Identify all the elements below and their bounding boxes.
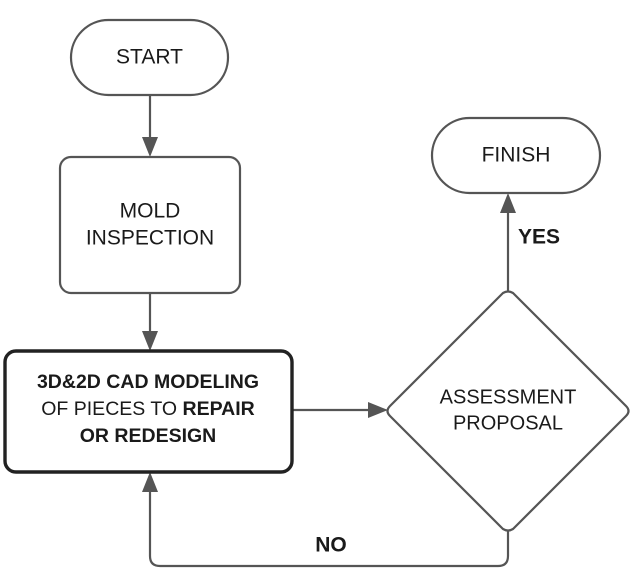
cad-modeling-label-line1: 3D&2D CAD MODELING bbox=[37, 371, 259, 393]
edge-start-to-mold bbox=[142, 95, 158, 157]
cad-modeling-shape[interactable] bbox=[3, 349, 294, 474]
node-cad-modeling[interactable]: 3D&2D CAD MODELING OF PIECES TO REPAIR O… bbox=[3, 349, 294, 474]
edge-mold-to-cad bbox=[142, 293, 158, 351]
edge-label-no: NO bbox=[315, 534, 347, 557]
start-shape[interactable] bbox=[69, 18, 230, 97]
assessment-proposal-label-line2: PROPOSAL bbox=[453, 412, 563, 434]
arrow-head-right-icon bbox=[368, 402, 388, 418]
mold-inspection-label-line2: INSPECTION bbox=[86, 227, 214, 250]
edge-assessment-to-cad-no-loop bbox=[142, 472, 510, 568]
cad-modeling-label-line3: OR REDESIGN bbox=[80, 425, 217, 447]
finish-shape[interactable] bbox=[430, 116, 602, 195]
arrow-head-down-icon bbox=[142, 137, 158, 157]
mold-inspection-label-line1: MOLD bbox=[120, 200, 181, 223]
node-finish[interactable]: FINISH bbox=[430, 116, 602, 195]
node-mold-inspection[interactable]: MOLD INSPECTION bbox=[58, 155, 242, 295]
arrow-head-up-icon bbox=[142, 472, 158, 492]
assessment-proposal-shape[interactable] bbox=[386, 290, 630, 532]
arrow-head-down-icon bbox=[142, 331, 158, 351]
mold-inspection-shape[interactable] bbox=[58, 155, 242, 295]
edge-cad-to-assessment bbox=[292, 402, 388, 418]
arrow-head-up-icon bbox=[500, 193, 516, 213]
start-label: START bbox=[116, 46, 183, 69]
edge-label-yes: YES bbox=[518, 226, 560, 249]
assessment-proposal-label-line1: ASSESSMENT bbox=[440, 386, 577, 408]
cad-modeling-label-line2: OF PIECES TO REPAIR bbox=[41, 398, 254, 420]
finish-label: FINISH bbox=[482, 144, 551, 167]
cad-modeling-line2-bold: REPAIR bbox=[183, 398, 255, 420]
edge-assessment-to-finish bbox=[500, 193, 516, 292]
node-assessment-proposal[interactable]: ASSESSMENT PROPOSAL bbox=[386, 290, 630, 532]
cad-modeling-line2-regular: OF PIECES TO bbox=[41, 398, 182, 420]
node-start[interactable]: START bbox=[69, 18, 230, 97]
